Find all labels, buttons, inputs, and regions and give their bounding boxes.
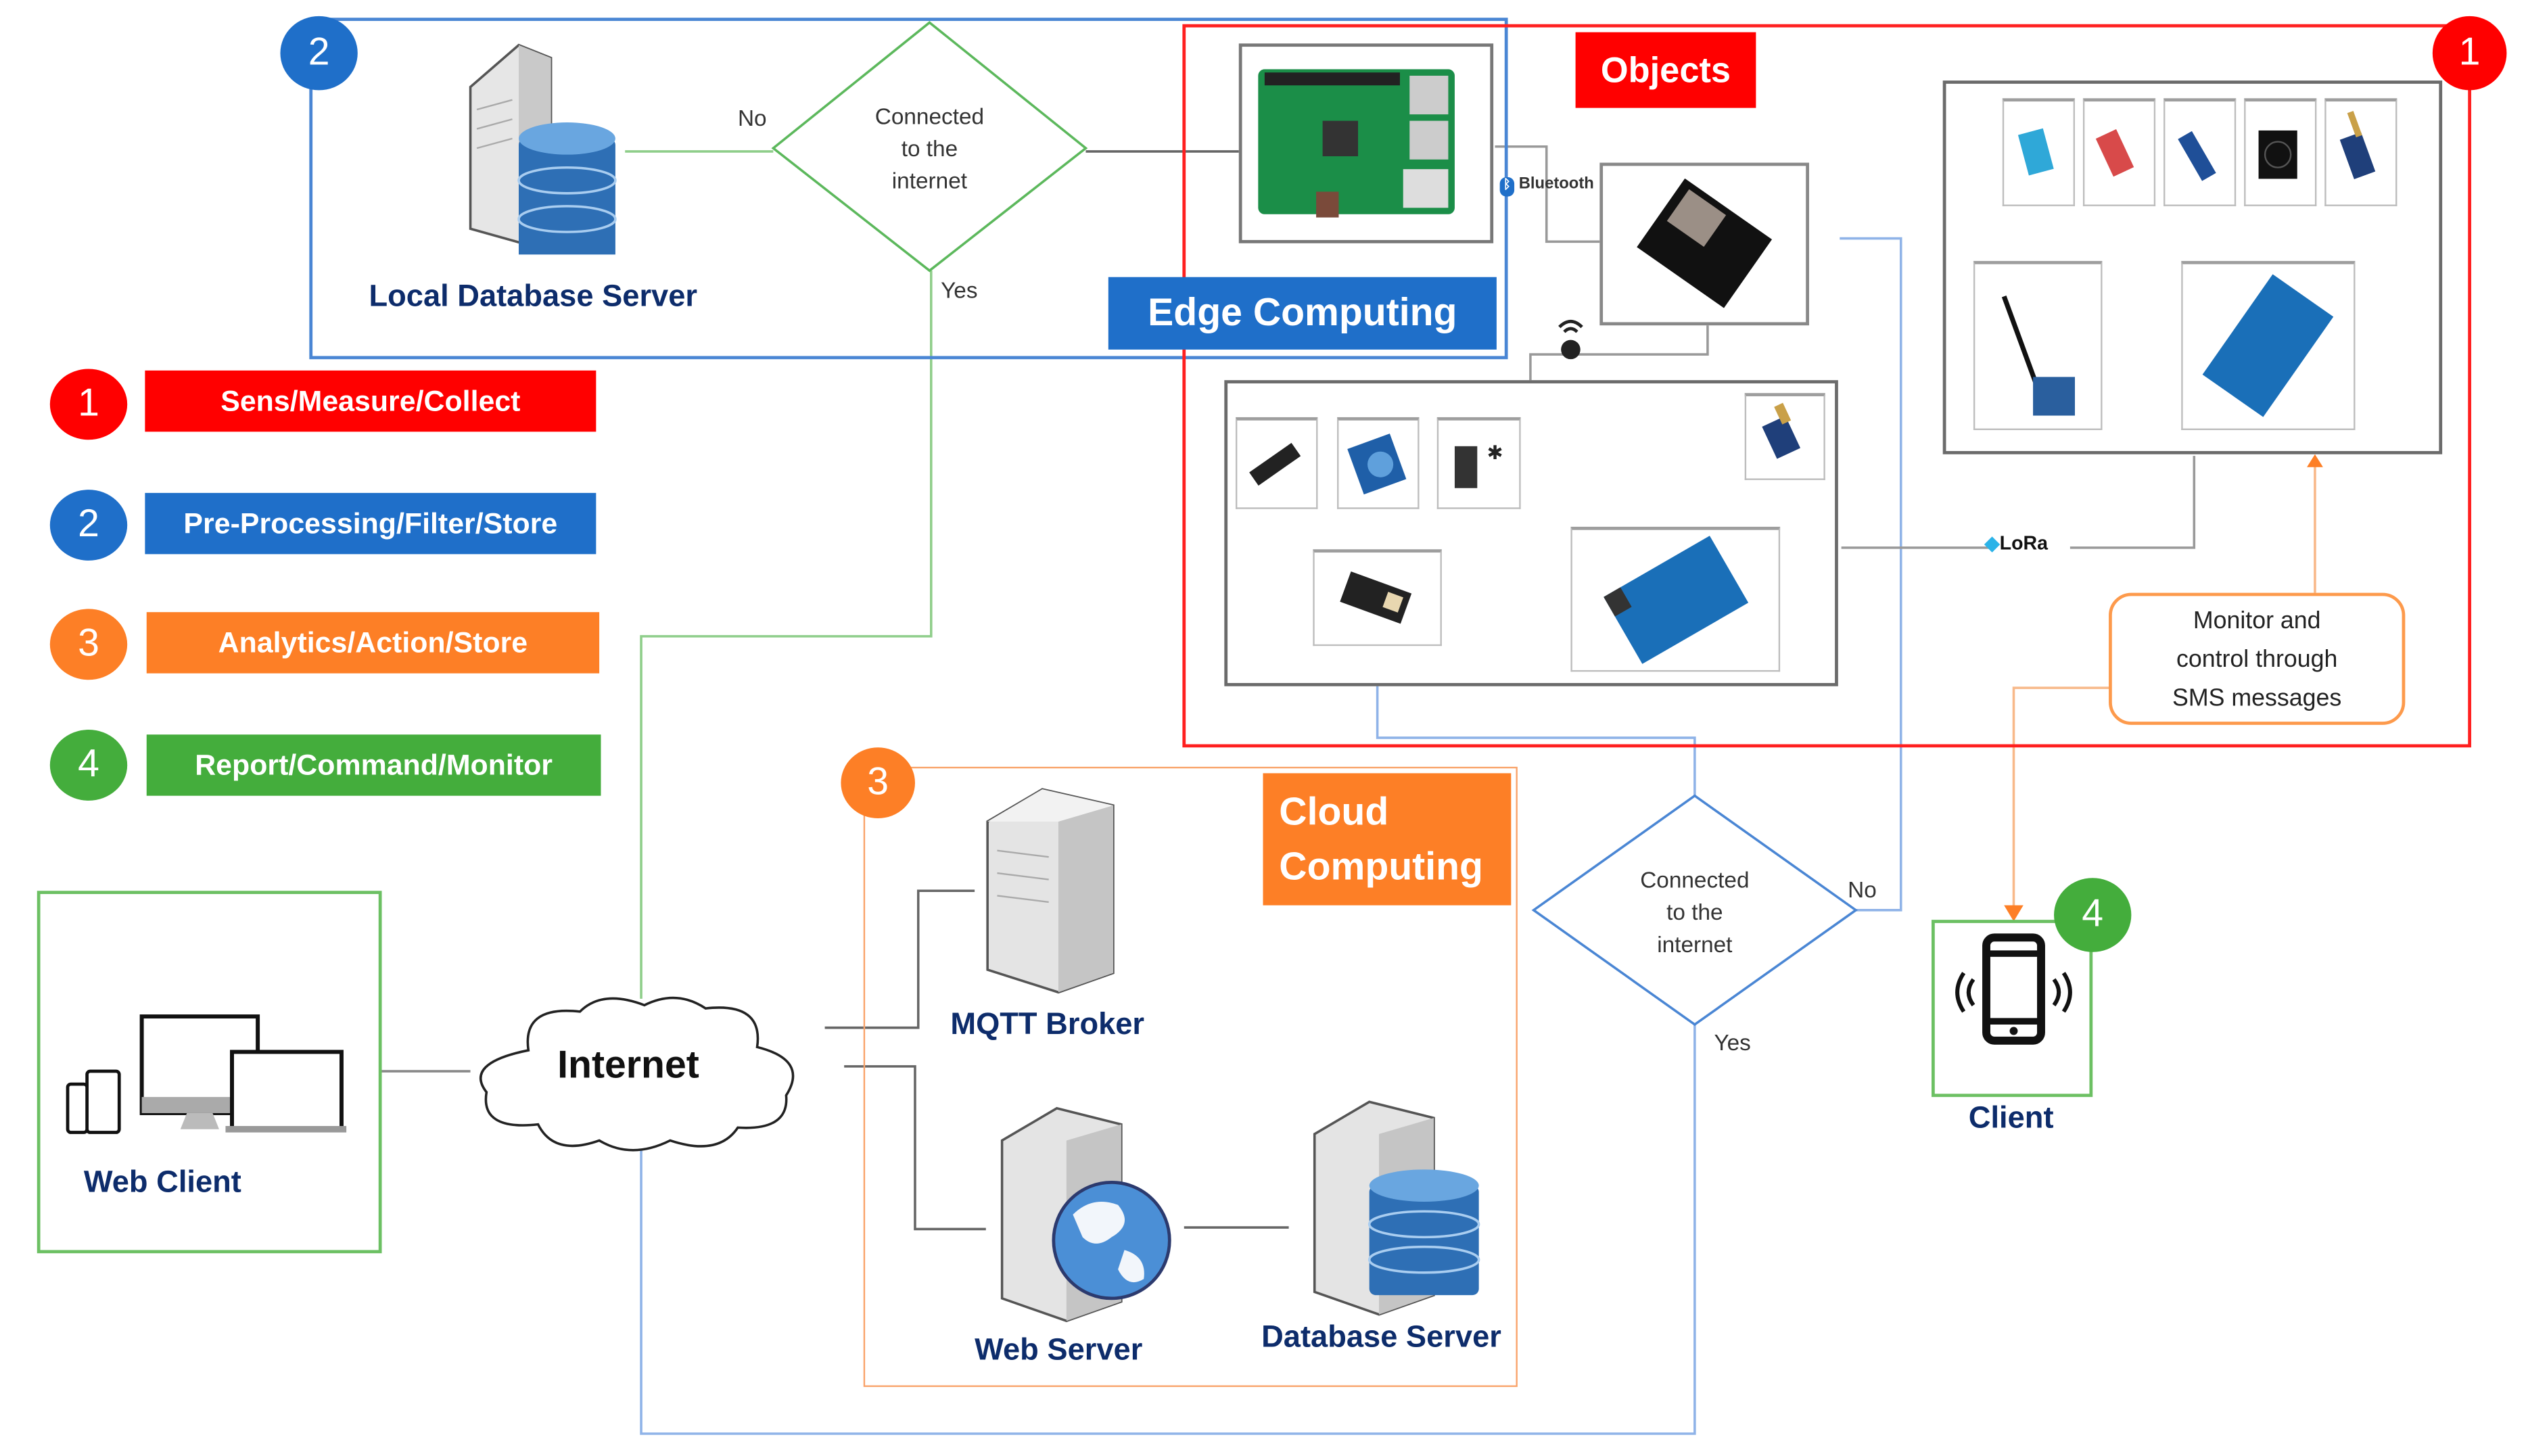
- legend-item-analytics: Analytics/Action/Store: [146, 612, 600, 674]
- database-server-icon: [1305, 1096, 1490, 1321]
- wire-internet-webserver: [844, 1065, 986, 1231]
- cloud-computing-title: Cloud Computing: [1263, 773, 1512, 906]
- servo-card: ✱: [1436, 417, 1521, 509]
- edge-badge: 2: [280, 16, 358, 91]
- client-badge: 4: [2054, 878, 2132, 952]
- arduino-uno-card-right: [2181, 260, 2356, 430]
- nodemcu-card: [1313, 549, 1442, 647]
- wire-objects-decision: [1376, 684, 1696, 796]
- cloud-decision-text: Connected to the internet: [1640, 866, 1750, 957]
- dht-sensor-card: [2002, 98, 2076, 206]
- bluetooth-icon: ᛒ: [1499, 177, 1515, 197]
- web-client-label: Web Client: [83, 1166, 241, 1200]
- wire-edge-yes-internet: [640, 271, 933, 999]
- esp32-icon: [1637, 178, 1773, 308]
- cloud-icon: [479, 996, 795, 1152]
- internet-label: Internet: [557, 1043, 699, 1087]
- bluetooth-logo: ᛒ Bluetooth: [1499, 176, 1594, 197]
- sms-control-note: Monitor and control through SMS messages: [2109, 592, 2406, 725]
- local-database-server-label: Local Database Server: [369, 280, 698, 314]
- arduino-uno-card-left: [1570, 526, 1781, 672]
- database-server-label: Database Server: [1261, 1321, 1501, 1355]
- web-server-label: Web Server: [975, 1334, 1143, 1368]
- objects-badge: 1: [2432, 16, 2507, 91]
- touch-sensor-card: [1337, 417, 1420, 509]
- legend-badge-4: 4: [49, 730, 128, 801]
- wire-sms-client: [2012, 686, 2111, 912]
- cloud-decision-diamond: [1531, 794, 1858, 1027]
- lora-logo: ◆LoRa: [1984, 532, 2049, 555]
- cloud-decision-yes: Yes: [1714, 1029, 1751, 1056]
- web-server-icon: [992, 1102, 1177, 1327]
- mobile-client-label: Client: [1968, 1102, 2054, 1136]
- wire-lora-right: [2069, 456, 2196, 549]
- gas-sensor-card: [2082, 98, 2156, 206]
- lora-module-card-right: [2324, 98, 2398, 206]
- wire-wifi-link: [1529, 325, 1709, 381]
- wifi-icon: [1555, 314, 1587, 362]
- local-database-server-icon: [454, 42, 632, 264]
- cloud-decision-no: No: [1848, 876, 1877, 902]
- edge-decision-text: Connected to the internet: [874, 103, 985, 193]
- wire-esp32-rpi: [1495, 145, 1600, 243]
- objects-title: Objects: [1575, 32, 1756, 108]
- wire-cloud-yes-internet: [640, 1024, 1696, 1435]
- arrow-sms-up: [2307, 454, 2323, 467]
- legend-badge-3: 3: [49, 609, 128, 680]
- esp32-card: [1599, 162, 1809, 326]
- edge-computing-title: Edge Computing: [1108, 277, 1497, 350]
- raspberry-pi-card: [1238, 43, 1494, 243]
- devices-icon: [64, 1007, 348, 1136]
- edge-decision-yes: Yes: [941, 277, 978, 303]
- edge-decision-no: No: [737, 104, 767, 131]
- legend-item-sense: Sens/Measure/Collect: [145, 370, 597, 432]
- cloud-computing-region: [863, 766, 1518, 1387]
- mqtt-broker-server-icon: [978, 786, 1123, 995]
- svg-text:✱: ✱: [1487, 442, 1503, 464]
- lora-module-card-left: [1744, 393, 1825, 480]
- legend-item-report: Report/Command/Monitor: [146, 734, 601, 796]
- legend-badge-1: 1: [49, 369, 128, 440]
- edge-decision-diamond: [771, 21, 1088, 273]
- smartphone-icon: [1941, 928, 2083, 1089]
- raspberry-pi-icon: [1258, 69, 1455, 218]
- arrow-sms-client: [2004, 905, 2024, 922]
- gsm-module-card: [1973, 260, 2103, 430]
- mqtt-broker-label: MQTT Broker: [950, 1008, 1145, 1043]
- mobile-client-box: [1932, 920, 2093, 1098]
- objects-region: [1182, 24, 2471, 748]
- internet-cloud: Internet: [464, 989, 818, 1154]
- legend-badge-2: 2: [49, 490, 128, 561]
- wire-internet-mqtt: [824, 889, 975, 1029]
- light-sensor-card: [2164, 98, 2237, 206]
- web-client-box: [37, 891, 382, 1254]
- fan-card: [2244, 98, 2317, 206]
- legend-item-preprocess: Pre-Processing/Filter/Store: [145, 492, 597, 555]
- ir-sensor-card: [1235, 417, 1318, 509]
- lora-icon: ◆: [1984, 532, 2000, 555]
- cloud-badge: 3: [841, 747, 915, 819]
- wire-decision-no-esp32: [1840, 237, 1902, 912]
